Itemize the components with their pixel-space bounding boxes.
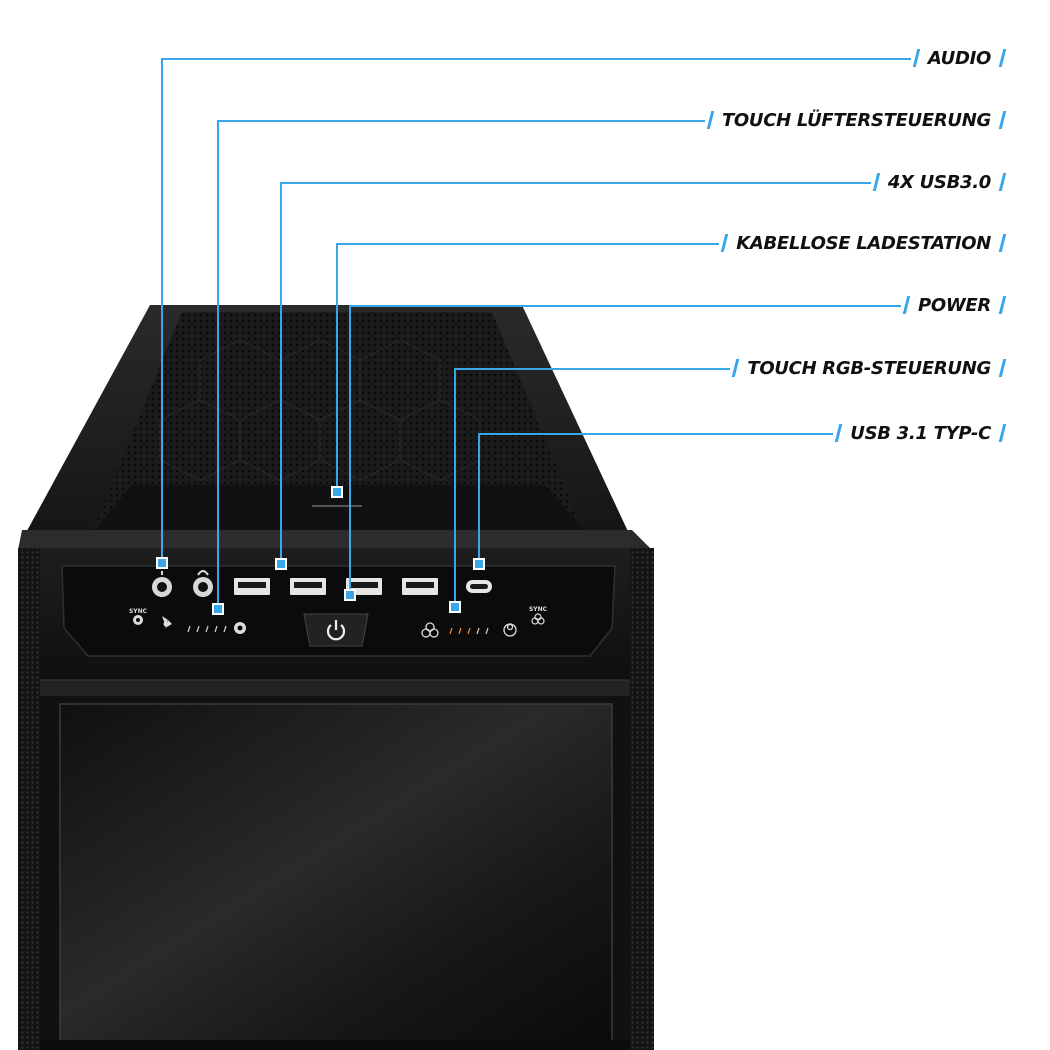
rgb-sync-icon: SYNC [529, 606, 548, 625]
leader-marker-fan [212, 603, 224, 615]
case-ridge [40, 680, 630, 698]
wireless-charging-pad [94, 485, 585, 530]
callout-label-audio: AUDIO [912, 46, 1007, 72]
leader-line-audio [161, 58, 911, 563]
case-right-side-mesh [628, 548, 654, 1050]
svg-text:SYNC: SYNC [529, 606, 548, 613]
audio-mic-jack-icon [152, 571, 172, 597]
rgb-icon [421, 622, 439, 638]
usb-c-port-icon [466, 580, 492, 593]
fan-max-icon [234, 622, 246, 634]
leader-line-fan [217, 120, 705, 609]
fan-speed-slider [187, 625, 227, 633]
case-top-bevel [18, 530, 652, 550]
headphone-jack-icon [193, 570, 213, 597]
front-door-bottom-edge [40, 1040, 630, 1050]
rgb-mode-icon [503, 623, 517, 637]
front-door-panel [59, 703, 613, 1050]
svg-text:SYNC: SYNC [129, 608, 148, 615]
callout-label-usb3: 4X USB3.0 [872, 170, 1007, 196]
leader-marker-usbc [473, 558, 485, 570]
callout-label-wireless-charging: KABELLOSE LADESTATION [720, 231, 1007, 257]
power-icon [326, 620, 346, 641]
leader-marker-usb3 [275, 558, 287, 570]
callout-label-power: POWER [902, 293, 1007, 319]
leader-marker-rgb [449, 601, 461, 613]
callout-label-fan-control: TOUCH LÜFTERSTEUERUNG [706, 108, 1007, 134]
leader-line-usbc [478, 433, 833, 564]
leader-line-power [349, 305, 901, 595]
rgb-brightness-slider [449, 627, 489, 635]
leader-line-charging [336, 243, 719, 492]
callout-label-rgb-control: TOUCH RGB-STEUERUNG [732, 356, 1007, 382]
callout-label-usb-c: USB 3.1 TYP-C [835, 421, 1007, 447]
leader-marker-power [344, 589, 356, 601]
leader-marker-audio [156, 557, 168, 569]
fan-icon [162, 616, 172, 628]
leader-marker-charging [331, 486, 343, 498]
case-left-side-mesh [18, 548, 44, 1050]
leader-line-usb3 [280, 182, 871, 564]
fan-sync-icon: SYNC [129, 608, 148, 625]
leader-line-rgb [454, 368, 730, 607]
